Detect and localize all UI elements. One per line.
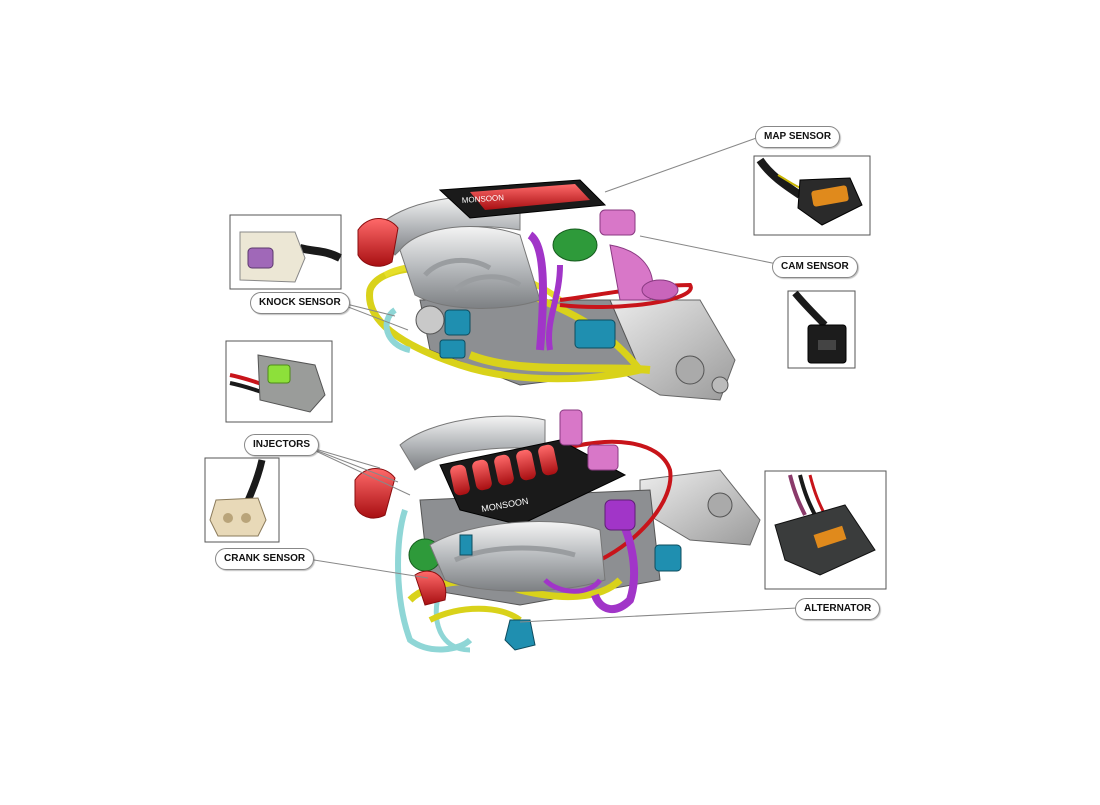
bottom-injector-row — [450, 444, 558, 496]
callout-alternator: ALTERNATOR — [795, 598, 881, 620]
top-engine-brand: MONSOON — [462, 193, 505, 205]
inset-cam-sensor — [787, 290, 856, 369]
inset-crank-sensor — [204, 457, 280, 543]
callout-knock-sensor: KNOCK SENSOR — [250, 292, 350, 314]
bottom-engine: MONSOON — [354, 409, 761, 653]
callout-map-sensor: MAP SENSOR — [755, 126, 841, 148]
bottom-coil-cover — [439, 439, 627, 526]
inset-knock-connector — [225, 340, 333, 423]
callout-crank-sensor: CRANK SENSOR — [215, 548, 315, 570]
top-engine: MONSOON — [357, 179, 736, 401]
inset-knock-sensor — [229, 214, 342, 290]
top-intake-boot — [357, 218, 399, 267]
inset-alternator — [764, 470, 887, 590]
callout-injectors: INJECTORS — [244, 434, 320, 456]
bottom-intake-boot — [354, 468, 396, 519]
inset-map-sensor — [753, 155, 871, 236]
callout-cam-sensor: CAM SENSOR — [772, 256, 858, 278]
